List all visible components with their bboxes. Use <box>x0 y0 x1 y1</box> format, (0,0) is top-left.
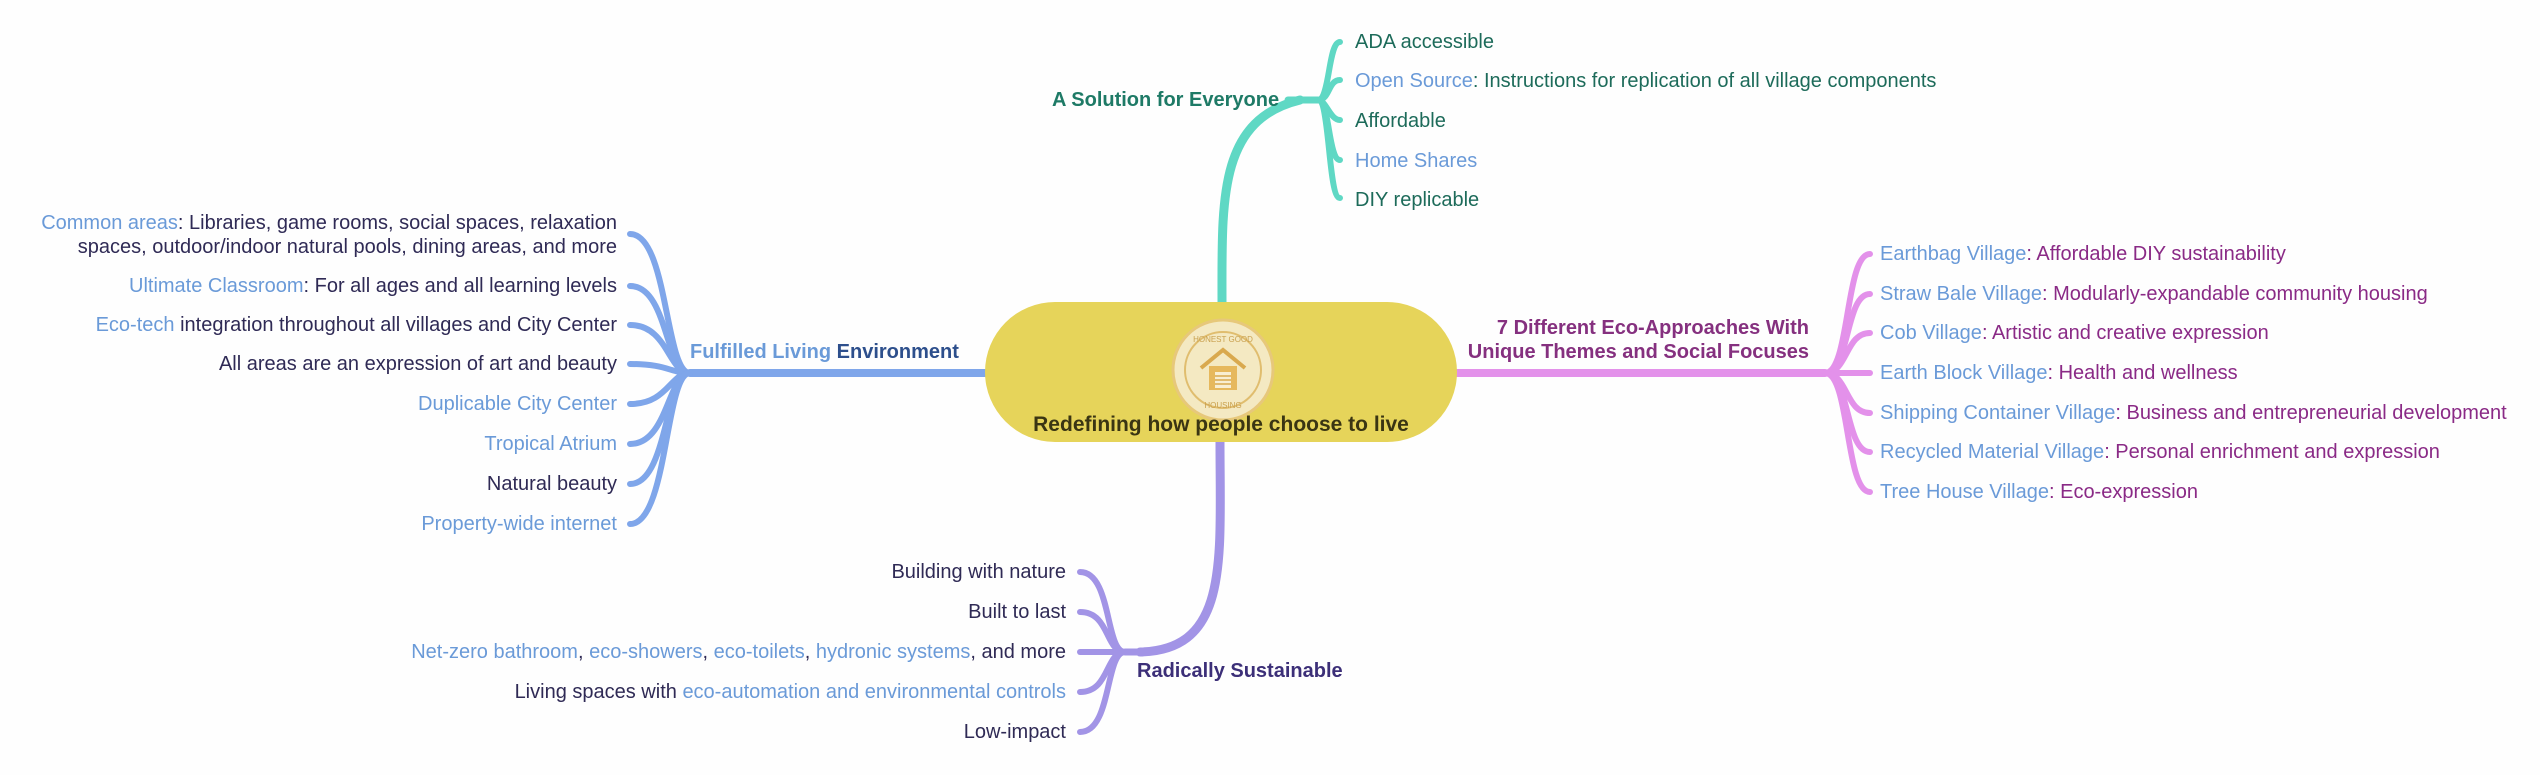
house-logo-icon: HONEST GOOD HOUSING <box>1171 318 1275 422</box>
item-link[interactable]: Common areas <box>41 212 178 234</box>
list-item[interactable]: Ultimate Classroom: For all ages and all… <box>129 274 617 298</box>
branch-title-sustainable[interactable]: Radically Sustainable <box>1137 660 1343 682</box>
item-text: : Business and entrepreneurial developme… <box>2115 402 2507 424</box>
list-item[interactable]: Net-zero bathroom, eco-showers, eco-toil… <box>411 640 1066 664</box>
list-item[interactable]: DIY replicable <box>1355 189 1480 211</box>
list-item[interactable]: Natural beauty <box>486 473 617 495</box>
item-link[interactable]: Net-zero bathroom <box>411 641 578 663</box>
item-link[interactable]: Open Source <box>1355 70 1473 92</box>
list-item[interactable]: Living spaces with eco-automation and en… <box>515 680 1066 704</box>
list-item[interactable]: Built to last <box>968 601 1066 623</box>
item-link[interactable]: hydronic systems <box>815 641 971 663</box>
item-text: Living spaces with <box>514 681 683 703</box>
branch-living-fork-1 <box>627 231 693 376</box>
item-link[interactable]: eco-automation and environmental control… <box>682 681 1066 703</box>
item-text-line2: spaces, outdoor/indoor natural pools, di… <box>77 236 617 258</box>
list-item[interactable]: Recycled Material Village: Personal enri… <box>1880 440 2440 464</box>
branch-title-living[interactable]: Fulfilled Living Environment <box>690 340 959 364</box>
branch-sustainable-trunk <box>1135 437 1225 657</box>
item-link[interactable]: Cob Village <box>1880 322 1982 344</box>
list-item[interactable]: Tree House Village: Eco-expression <box>1880 480 2198 504</box>
list-item[interactable]: Duplicable City Center <box>418 393 617 415</box>
branch-living-fork-8 <box>627 370 693 527</box>
item-link[interactable]: Earthbag Village <box>1880 243 2027 265</box>
central-topic-label: Redefining how people choose to live <box>1033 413 1409 436</box>
list-item[interactable]: Low-impact <box>963 721 1066 743</box>
list-item[interactable]: Common areas: Libraries, game rooms, soc… <box>41 211 617 259</box>
list-item[interactable]: Cob Village: Artistic and creative expre… <box>1880 321 2269 345</box>
item-text: : Instructions for replication of all vi… <box>1472 70 1937 92</box>
item-text: : Eco-expression <box>2048 481 2198 503</box>
list-item[interactable]: Property-wide internet <box>421 513 617 535</box>
item-link[interactable]: Earth Block Village <box>1880 362 2048 384</box>
logo-text-top: HONEST GOOD <box>1193 335 1253 344</box>
item-link[interactable]: Ultimate Classroom <box>129 275 304 297</box>
list-item[interactable]: Shipping Container Village: Business and… <box>1880 401 2507 425</box>
item-separator: , <box>804 641 816 663</box>
branch-everyone-trunk <box>1217 95 1305 307</box>
title-link[interactable]: Fulfilled Living <box>690 341 832 363</box>
list-item[interactable]: ADA accessible <box>1355 31 1494 53</box>
item-text: : Libraries, game rooms, social spaces, … <box>177 212 617 234</box>
list-item[interactable]: Building with nature <box>891 561 1066 583</box>
item-link[interactable]: eco-toilets <box>713 641 805 663</box>
item-separator: , <box>702 641 714 663</box>
list-item[interactable]: Earthbag Village: Affordable DIY sustain… <box>1880 242 2286 266</box>
item-link[interactable]: Recycled Material Village <box>1880 441 2105 463</box>
title-text: Environment <box>831 341 959 363</box>
branch-eco-fork-7 <box>1822 370 1873 495</box>
list-item[interactable]: Home Shares <box>1355 150 1478 172</box>
item-separator: , <box>577 641 590 663</box>
item-text: : Modularly-expandable community housing <box>2041 283 2428 305</box>
title-line-1: 7 Different Eco-Approaches With <box>1496 317 1809 339</box>
item-text: : Artistic and creative expression <box>1981 322 2269 344</box>
title-line-2: Unique Themes and Social Focuses <box>1467 341 1809 363</box>
list-item[interactable]: Affordable <box>1355 110 1446 132</box>
item-link[interactable]: Tree House Village <box>1880 481 2049 503</box>
item-link[interactable]: eco-showers <box>589 641 703 663</box>
list-item[interactable]: All areas are an expression of art and b… <box>218 353 617 375</box>
item-text: : For all ages and all learning levels <box>303 275 617 297</box>
item-text: : Affordable DIY sustainability <box>2026 243 2286 265</box>
list-item[interactable]: Eco-tech integration throughout all vill… <box>96 313 617 337</box>
list-item[interactable]: Tropical Atrium <box>484 433 617 455</box>
list-item[interactable]: Earth Block Village: Health and wellness <box>1880 361 2238 385</box>
item-text: : Health and wellness <box>2047 362 2238 384</box>
branch-sustainable-fork-5 <box>1077 649 1128 735</box>
branch-everyone-fork-5 <box>1315 97 1343 201</box>
item-link[interactable]: Straw Bale Village <box>1880 283 2042 305</box>
branch-title-everyone[interactable]: A Solution for Everyone <box>1052 89 1280 111</box>
logo-text-bottom: HOUSING <box>1204 401 1241 410</box>
list-item[interactable]: Open Source: Instructions for replicatio… <box>1355 69 1936 93</box>
item-text: : Personal enrichment and expression <box>2104 441 2440 463</box>
item-text: , and more <box>970 641 1066 663</box>
item-link[interactable]: Shipping Container Village <box>1880 402 2116 424</box>
item-text: integration throughout all villages and … <box>174 314 617 336</box>
item-link[interactable]: Eco-tech <box>95 314 175 336</box>
list-item[interactable]: Straw Bale Village: Modularly-expandable… <box>1880 282 2428 306</box>
branch-title-eco[interactable]: 7 Different Eco-Approaches With Unique T… <box>1468 316 1809 364</box>
